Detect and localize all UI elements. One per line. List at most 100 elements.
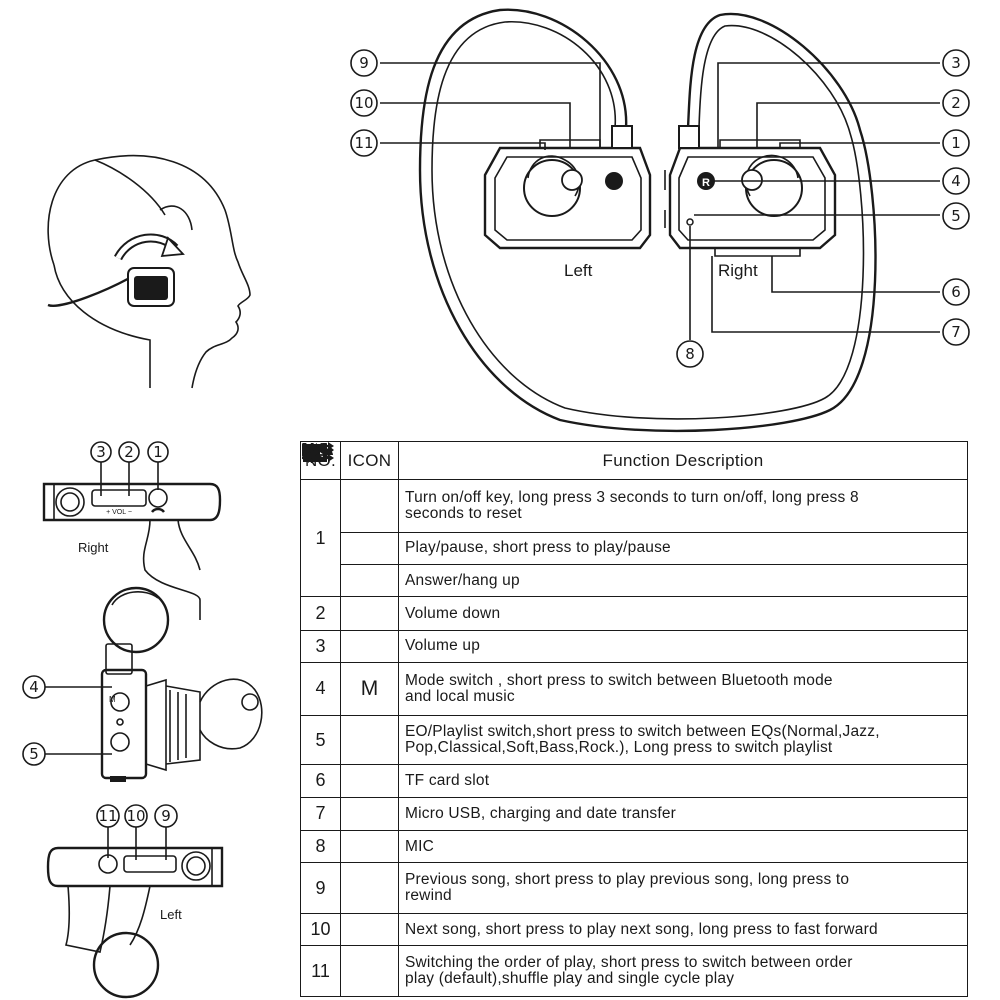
right-callout-3: 3 (96, 443, 106, 461)
row-number: 4 (300, 662, 341, 716)
function-table: NO. ICON Function Description 1 Turn on/o… (300, 441, 968, 997)
tf-card-icon (302, 443, 399, 798)
head-illustration (47, 154, 251, 389)
left-callout-10: 10 (126, 807, 145, 825)
description-line: EO/Playlist switch,short press to switch… (405, 723, 880, 740)
description-line: and local music (405, 687, 515, 705)
mid-callout-5: 5 (29, 745, 39, 763)
row-description: Volume up (398, 629, 968, 664)
table-row: 10 Next song, short press to play next so… (300, 442, 968, 947)
description-line: Next song, short press to play next song… (405, 920, 878, 938)
row-number: 7 (300, 796, 341, 832)
right-view-label: Right (78, 540, 109, 555)
description-line: play (default),shuffle play and single c… (405, 970, 735, 988)
mode-icon-letter: M (360, 676, 379, 700)
table-row: 8 MIC (300, 830, 968, 864)
row-description: MIC (398, 830, 968, 864)
row-number: 3 (300, 629, 341, 664)
callout-9: 9 (359, 54, 369, 72)
row-number: 2 (300, 596, 341, 631)
left-callout-11: 11 (98, 807, 117, 825)
side-views: 3 2 1 + VOL − Right 4 5 M 11 (22, 441, 263, 999)
description-line: Mode switch , short press to switch betw… (405, 671, 833, 689)
header-icon: ICON (340, 441, 399, 480)
mode-icon: M (340, 662, 399, 716)
table-row: 3 Volume up (300, 442, 968, 664)
table-row: 5 EO/Playlist switch,short press to switc… (300, 442, 968, 766)
row-description: Answer/hang up (398, 563, 968, 598)
row-number: 11 (300, 945, 341, 997)
row-description: Mode switch , short press to switch betw… (398, 662, 968, 716)
illustrations-top: L R Left Right 9 10 11 3 2 1 4 5 6 7 8 (47, 8, 970, 433)
description-line: Play/pause, short press to play/pause (405, 539, 671, 557)
row-description: Micro USB, charging and date transfer (398, 796, 968, 832)
table-row: 7 Micro USB, charging and date transfer (300, 442, 968, 832)
power-icon (303, 443, 399, 533)
right-side-view: 3 2 1 + VOL − Right (42, 441, 222, 654)
left-callout-9: 9 (161, 807, 171, 825)
description-line: seconds to reset (405, 504, 522, 522)
description-line: Volume up (405, 637, 481, 655)
table-row: 11 Switching the order of play, short pre… (300, 441, 968, 997)
description-line: Turn on/off key, long press 3 seconds to… (405, 488, 859, 506)
right-badge: R (702, 177, 710, 189)
callout-3: 3 (951, 54, 961, 72)
play-pause-icon (302, 443, 399, 565)
row-description: Switching the order of play, short press… (398, 945, 968, 997)
right-callout-2: 2 (124, 443, 134, 461)
right-label: Right (718, 261, 758, 280)
phone-icon (302, 446, 399, 598)
description-line: MIC (405, 837, 435, 855)
next-track-icon (301, 442, 399, 914)
callout-4: 4 (951, 172, 961, 190)
description-line: Micro USB, charging and date transfer (405, 804, 677, 822)
callout-2: 2 (951, 94, 961, 112)
mid-callout-4: 4 (29, 678, 39, 696)
row-description: EO/Playlist switch,short press to switch… (398, 714, 968, 766)
previous-track-icon (302, 442, 399, 947)
plus-icon (301, 442, 399, 664)
row-number: 10 (300, 912, 341, 947)
right-vol-text: + VOL − (106, 509, 132, 516)
description-line: TF card slot (405, 771, 490, 789)
minus-icon (301, 445, 399, 631)
shuffle-icon (301, 441, 399, 997)
callout-11: 11 (354, 134, 373, 152)
callout-8: 8 (685, 345, 695, 363)
description-line: Switching the order of play, short press… (405, 954, 853, 972)
row-number: 9 (300, 862, 341, 914)
repeat-icon (302, 442, 399, 766)
row-number: 1 (300, 478, 341, 598)
middle-side-view: 4 5 M (22, 643, 263, 782)
description-line: Pop,Classical,Soft,Bass,Rock.), Long pre… (405, 739, 833, 756)
description-line: Answer/hang up (405, 571, 520, 589)
description-line: Volume down (405, 604, 501, 622)
description-line: Previous song, short press to play previ… (405, 871, 850, 889)
left-badge: L (611, 177, 618, 189)
right-callout-1: 1 (153, 443, 163, 461)
row-description: TF card slot (398, 764, 968, 798)
row-number: 8 (300, 830, 341, 864)
table-row: Play/pause, short press to play/pause (301, 443, 968, 565)
table-row: 9 Previous song, short press to play prev… (300, 442, 968, 914)
callout-1: 1 (951, 134, 961, 152)
row-description: Next song, short press to play next song… (398, 912, 968, 947)
description-line: rewind (405, 887, 452, 905)
callout-10: 10 (354, 94, 373, 112)
row-number: 5 (300, 714, 341, 766)
mid-m-label: M (109, 695, 116, 704)
icon-cell-empty (340, 830, 399, 864)
callout-5: 5 (951, 207, 961, 225)
row-description: Play/pause, short press to play/pause (398, 531, 968, 565)
left-view-label: Left (160, 907, 182, 922)
neckband-diagram: L R Left Right (380, 8, 940, 433)
left-label: Left (564, 261, 593, 280)
row-description: Turn on/off key, long press 3 seconds to… (398, 479, 968, 533)
top-callouts: 9 10 11 3 2 1 4 5 6 7 8 (350, 49, 970, 368)
table-row: 2 Volume down (300, 445, 968, 631)
table-header-row: NO. ICON Function Description (300, 441, 968, 480)
table-row: Answer/hang up (301, 446, 968, 598)
row-description: Previous song, short press to play previ… (398, 862, 968, 914)
